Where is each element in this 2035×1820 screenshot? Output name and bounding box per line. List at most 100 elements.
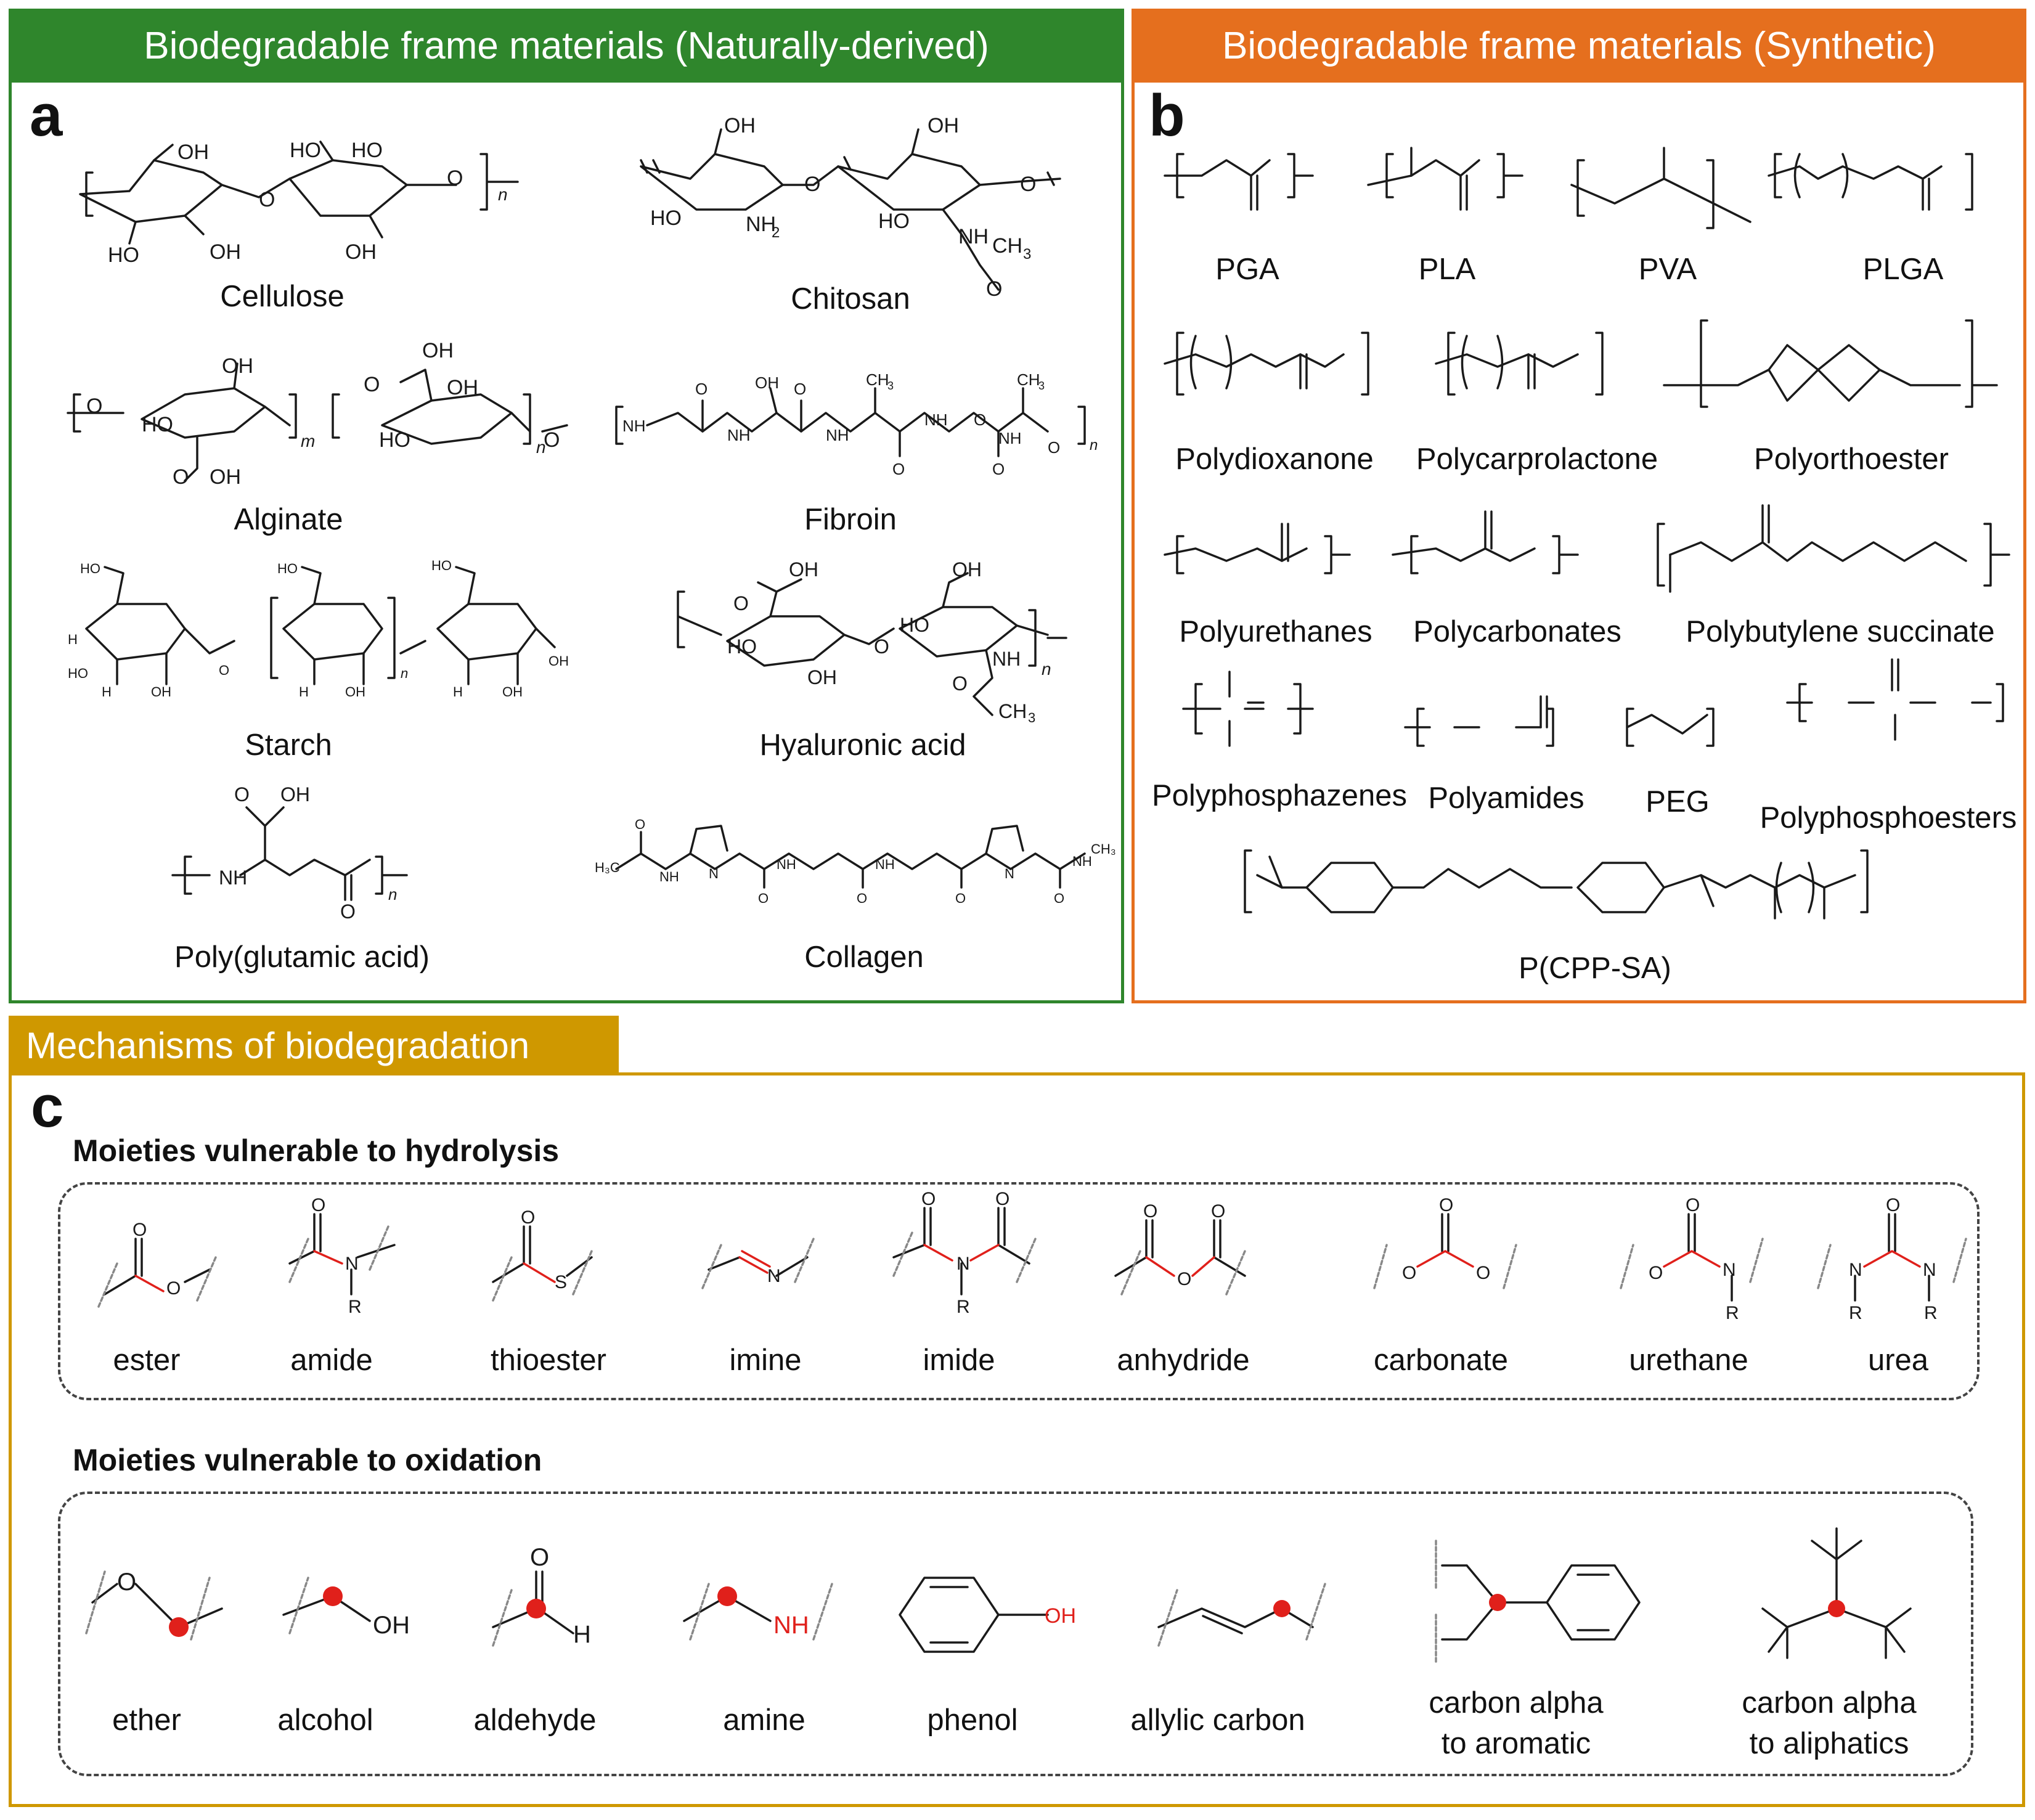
svg-text:H: H: [453, 684, 463, 700]
svg-text:O: O: [974, 410, 986, 429]
svg-text:N: N: [767, 1266, 781, 1286]
svg-text:n: n: [388, 885, 397, 904]
svg-text:O: O: [1211, 1201, 1225, 1222]
svg-text:O: O: [1439, 1195, 1453, 1215]
svg-text:n: n: [536, 438, 546, 457]
svg-text:O: O: [986, 277, 1002, 301]
svg-text:R: R: [1924, 1303, 1938, 1323]
svg-text:NH: NH: [875, 857, 895, 872]
svg-text:HO: HO: [351, 139, 383, 162]
svg-text:n: n: [401, 666, 408, 681]
svg-text:N: N: [1923, 1260, 1936, 1280]
svg-text:OH: OH: [151, 684, 171, 700]
svg-text:OH: OH: [222, 354, 253, 378]
carbonate-structure: [1373, 1213, 1517, 1289]
svg-text:OH: OH: [755, 373, 779, 392]
collagen-structure: [615, 825, 1086, 889]
label-phenol: phenol: [927, 1704, 1018, 1737]
phenol-structure: [899, 1577, 1049, 1653]
svg-text:n: n: [498, 185, 508, 204]
label-anhydride: anhydride: [1117, 1344, 1250, 1377]
label-amine: amine: [723, 1704, 805, 1737]
carbon-alpha-aliphatics-structure: [1761, 1527, 1912, 1659]
svg-text:HO: HO: [142, 413, 173, 436]
aldehyde-structure: [492, 1570, 574, 1647]
svg-text:CH: CH: [866, 370, 889, 389]
polyamides-structure: [1404, 695, 1554, 747]
panel-c-letter: c: [31, 1074, 64, 1140]
svg-text:R: R: [1849, 1303, 1862, 1323]
svg-text:O: O: [794, 380, 806, 398]
svg-text:NH: NH: [1072, 854, 1092, 869]
svg-text:CH: CH: [1017, 370, 1040, 389]
svg-text:O: O: [733, 592, 749, 614]
amine-structure: [683, 1583, 833, 1641]
svg-text:NH: NH: [777, 857, 796, 872]
imide-structure: [892, 1207, 1037, 1296]
polyorthoester-structure: [1663, 319, 1998, 408]
svg-text:OH: OH: [422, 339, 454, 362]
label-aldehyde: aldehyde: [473, 1704, 597, 1737]
ester-structure: [97, 1238, 217, 1308]
svg-text:OH: OH: [928, 114, 959, 137]
svg-text:3: 3: [1028, 710, 1035, 725]
svg-text:O: O: [1177, 1269, 1191, 1289]
svg-text:HO: HO: [727, 635, 757, 658]
svg-text:OH: OH: [447, 376, 478, 399]
svg-text:NH: NH: [219, 867, 247, 889]
label-urethane: urethane: [1629, 1344, 1748, 1377]
imine-structure: [701, 1238, 815, 1289]
amide-structure: [288, 1213, 396, 1296]
panel-a-letter: a: [30, 83, 63, 149]
label-polycarprolactone: Polycarprolactone: [1416, 443, 1658, 476]
svg-text:O: O: [995, 1189, 1009, 1209]
label-plga: PLGA: [1862, 253, 1944, 286]
label-hyaluronic-acid: Hyaluronic acid: [759, 728, 966, 762]
svg-text:N: N: [345, 1254, 359, 1274]
hydrolysis-box: [58, 1182, 1980, 1400]
polybutylene-succinate-structure: [1657, 504, 2010, 593]
pga-structure: [1164, 153, 1314, 211]
hydrolysis-title: Moieties vulnerable to hydrolysis: [73, 1133, 560, 1168]
label-allylic-carbon: allylic carbon: [1130, 1704, 1305, 1737]
svg-text:O: O: [992, 460, 1005, 478]
svg-text:N: N: [956, 1254, 970, 1274]
svg-text:HO: HO: [290, 139, 321, 162]
svg-text:NH: NH: [746, 213, 776, 236]
svg-text:OH: OH: [345, 684, 365, 700]
svg-text:O: O: [173, 465, 189, 489]
hyaluronic-acid-structure: [677, 572, 1067, 716]
allylic-carbon-structure: [1157, 1583, 1326, 1647]
svg-text:O: O: [311, 1195, 325, 1215]
carbon-alpha-aromatic-structure: [1435, 1540, 1641, 1665]
peg-structure: [1626, 708, 1715, 747]
cellulose-structure: [79, 141, 519, 245]
label-alginate: Alginate: [234, 503, 343, 536]
starch-structure: [85, 566, 556, 685]
svg-text:O: O: [952, 672, 968, 695]
svg-text:O: O: [219, 663, 229, 678]
label-polydioxanone: Polydioxanone: [1175, 443, 1374, 476]
svg-text:HO: HO: [878, 210, 910, 233]
polyphosphoesters-structure: [1786, 658, 2004, 741]
oxidation-box: [58, 1492, 1973, 1776]
svg-text:NH: NH: [924, 410, 948, 429]
svg-text:NH: NH: [958, 225, 989, 248]
svg-text:CH₃: CH₃: [1091, 841, 1116, 857]
label-polyorthoester: Polyorthoester: [1754, 443, 1949, 476]
svg-text:OH: OH: [952, 558, 982, 581]
polycaprolactone-structure: [1435, 332, 1604, 396]
svg-text:n: n: [1042, 659, 1051, 679]
label-pga: PGA: [1215, 253, 1279, 286]
label-urea: urea: [1867, 1344, 1929, 1377]
svg-text:m: m: [301, 431, 315, 451]
svg-text:O: O: [857, 891, 867, 906]
svg-text:NH: NH: [998, 429, 1022, 447]
label-carbon-alpha-aliphatics: carbon alpha to aliphatics: [1742, 1686, 1917, 1761]
polyphosphazenes-structure: [1182, 671, 1314, 747]
label-poly-glutamic-acid: Poly(glutamic acid): [174, 941, 430, 974]
poly-glutamic-acid-structure: [171, 806, 408, 901]
label-starch: Starch: [245, 728, 332, 762]
label-imine: imine: [729, 1344, 802, 1377]
svg-text:N: N: [709, 866, 719, 881]
